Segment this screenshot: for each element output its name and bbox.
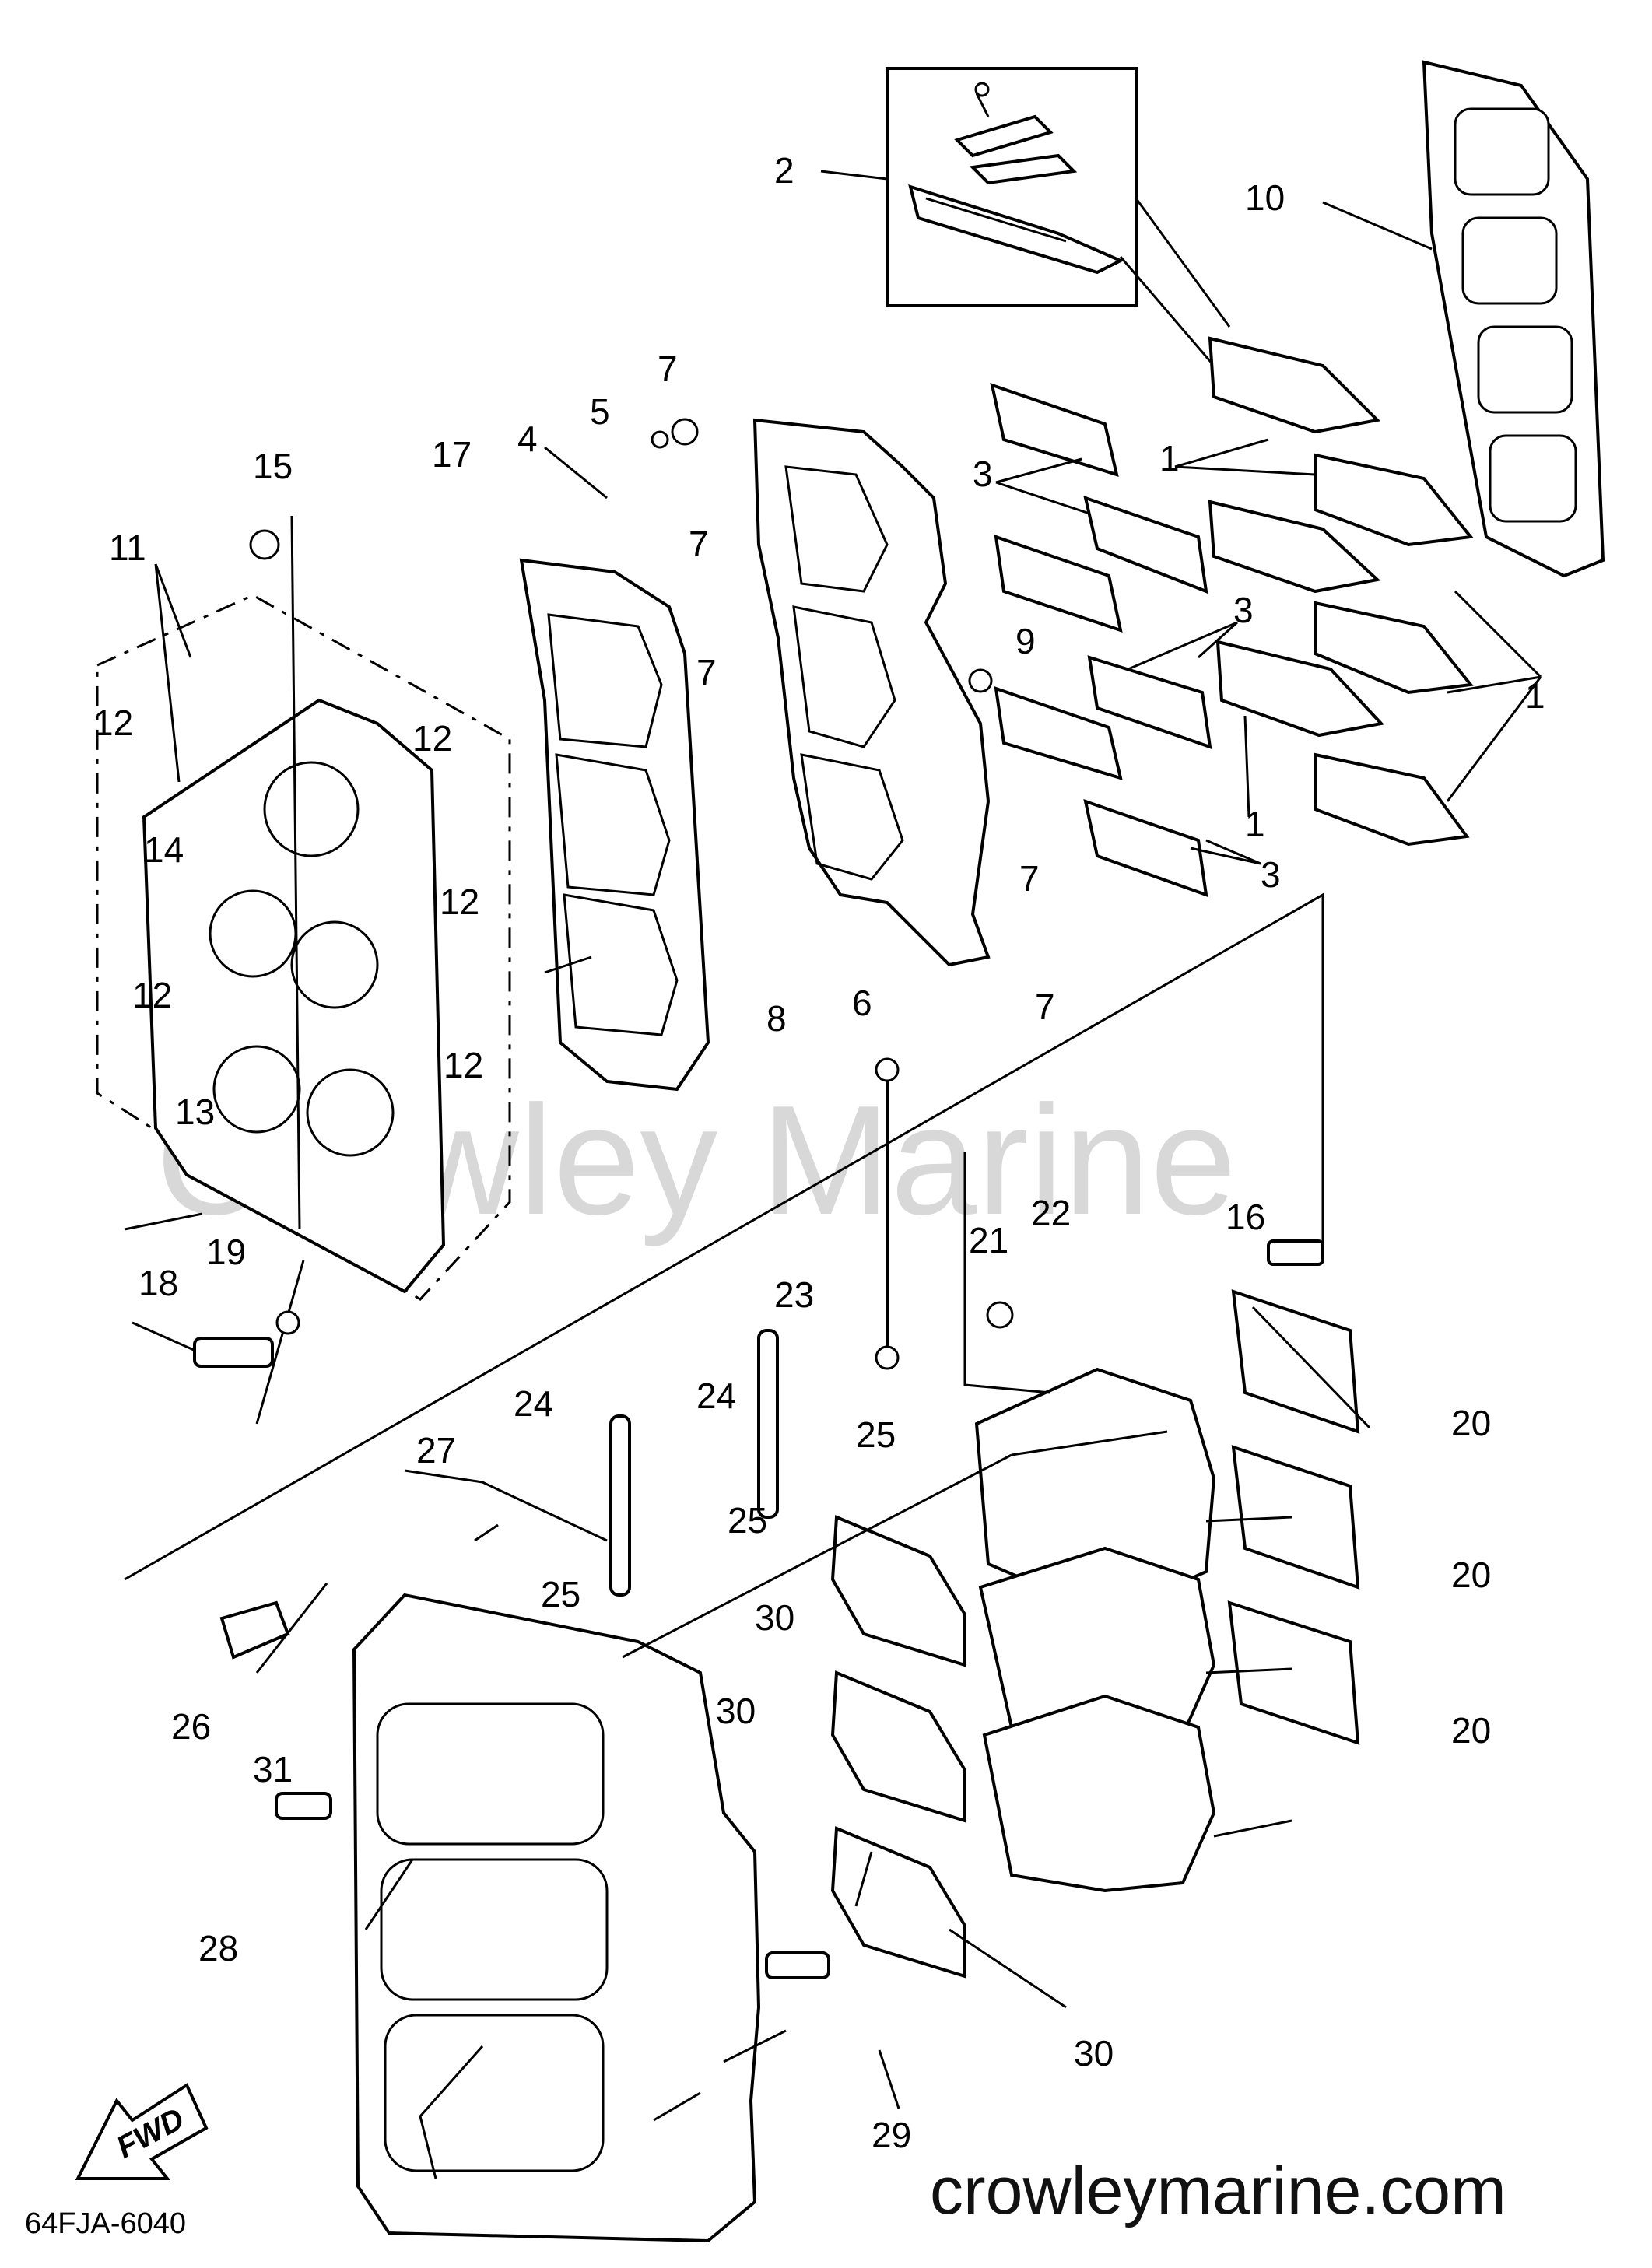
callout-13: 13 <box>175 1092 215 1132</box>
callout-3b: 3 <box>1233 590 1254 630</box>
callout-4: 4 <box>517 419 538 459</box>
callout-5: 5 <box>590 391 610 432</box>
callout-15: 15 <box>253 446 293 486</box>
reed-valve-detail-box <box>886 67 1231 366</box>
callout-7c: 7 <box>696 652 717 692</box>
gaskets-30 <box>830 1515 966 1979</box>
callout-8: 8 <box>766 998 787 1039</box>
callout-24b: 24 <box>514 1383 553 1424</box>
website-text: crowleymarine.com <box>930 2154 1506 2228</box>
diagram-code: 64FJA-6040 <box>25 2207 186 2240</box>
plate-11-group <box>96 594 511 1301</box>
callout-1b: 1 <box>1525 675 1545 716</box>
callout-29: 29 <box>872 2115 911 2155</box>
intake-manifold-6 <box>752 418 991 967</box>
callout-25b: 25 <box>728 1500 767 1541</box>
callout-12d: 12 <box>132 975 172 1015</box>
callout-3c: 3 <box>1261 854 1281 895</box>
carburetors <box>974 1367 1216 1893</box>
callout-21: 21 <box>969 1220 1008 1260</box>
callout-20b: 20 <box>1451 1555 1491 1595</box>
callout-26: 26 <box>171 1706 211 1747</box>
callout-22: 22 <box>1031 1193 1071 1233</box>
callout-14: 14 <box>144 829 184 870</box>
callout-3a: 3 <box>973 454 993 494</box>
callout-7e: 7 <box>1035 987 1055 1027</box>
gaskets-20 <box>1227 1289 1360 1745</box>
small-fittings <box>193 418 1324 1979</box>
callout-30b: 30 <box>716 1691 756 1731</box>
callout-7b: 7 <box>689 524 709 564</box>
callout-23: 23 <box>774 1274 814 1315</box>
callout-24a: 24 <box>696 1376 736 1416</box>
callout-6: 6 <box>852 983 872 1023</box>
gasket-17 <box>519 558 710 1092</box>
callout-25a: 25 <box>856 1414 896 1455</box>
callout-25c: 25 <box>541 1574 580 1614</box>
callout-12b: 12 <box>412 718 452 759</box>
callout-12a: 12 <box>93 703 133 743</box>
callout-27: 27 <box>416 1430 456 1471</box>
callout-16: 16 <box>1226 1197 1265 1237</box>
callout-20a: 20 <box>1451 1403 1491 1443</box>
callout-7d: 7 <box>1019 858 1040 899</box>
callout-1c: 1 <box>1245 804 1265 844</box>
reed-valve-assemblies <box>1208 336 1474 847</box>
fwd-arrow-icon: FWD <box>75 2083 209 2180</box>
cover-28 <box>352 1593 761 2243</box>
reed-gaskets <box>990 382 1212 897</box>
callout-1a: 1 <box>1159 438 1180 478</box>
gasket-10 <box>1422 60 1605 578</box>
callout-31: 31 <box>253 1749 293 1790</box>
callout-12e: 12 <box>444 1045 483 1085</box>
callout-2: 2 <box>774 150 794 191</box>
callout-11: 11 <box>109 528 146 568</box>
callout-12c: 12 <box>440 882 479 922</box>
callout-7a: 7 <box>658 349 678 389</box>
callout-labels: 2 10 7 5 4 17 15 3 1 11 7 3 9 1 7 12 12 … <box>93 150 1545 2155</box>
callout-30c: 30 <box>1074 2033 1114 2073</box>
callout-10: 10 <box>1245 177 1285 218</box>
callout-17: 17 <box>432 434 472 475</box>
callout-19: 19 <box>206 1232 246 1272</box>
callout-18: 18 <box>139 1263 178 1303</box>
callout-9: 9 <box>1015 621 1036 661</box>
leader-lines <box>124 170 1542 2179</box>
callout-30a: 30 <box>755 1597 794 1638</box>
callout-28: 28 <box>198 1928 238 1968</box>
callout-20c: 20 <box>1451 1710 1491 1751</box>
